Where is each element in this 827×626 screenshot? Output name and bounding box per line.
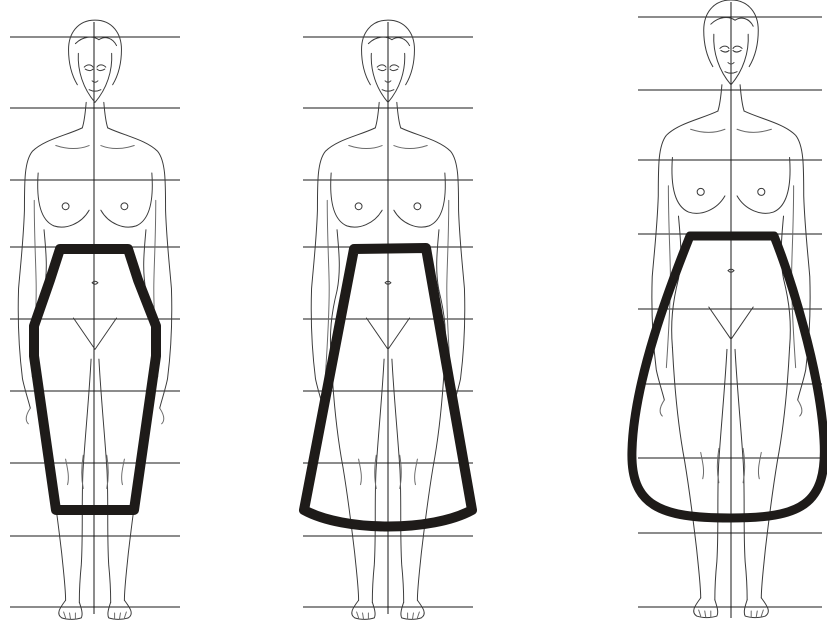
figure-panel-pencil <box>10 20 180 619</box>
figure-panel-tulip <box>632 0 824 618</box>
skirt-shape-tulip <box>632 236 824 518</box>
skirt-shape-pencil <box>34 249 156 510</box>
figure-panel-a-line <box>303 20 473 619</box>
